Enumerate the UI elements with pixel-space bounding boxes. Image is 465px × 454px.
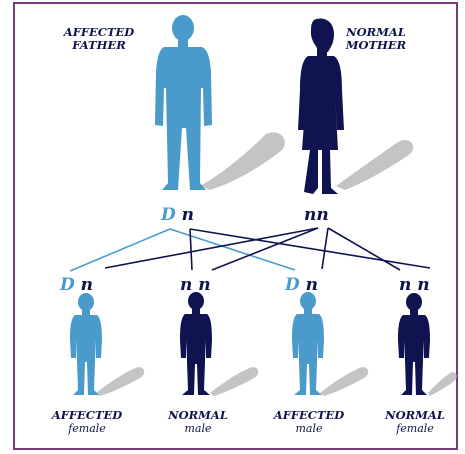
line-mother-n-child2: [212, 228, 318, 270]
child1-allele-2: n: [81, 275, 93, 295]
child1-genotype: D n: [60, 276, 93, 294]
child1-label-line1: AFFECTED: [48, 409, 126, 422]
mother-allele-1: n: [304, 205, 316, 225]
child2-allele-2: n: [198, 275, 210, 295]
child1-label-line2: female: [48, 422, 126, 435]
line-father-n-child2: [190, 229, 192, 270]
line-mother-n-child1: [105, 228, 318, 268]
father-genotype: D n: [161, 206, 194, 224]
child1-silhouette: [70, 293, 102, 395]
father-allele-2: n: [182, 205, 194, 225]
child1-shadow: [96, 367, 144, 396]
mother-label-line2: MOTHER: [337, 39, 415, 52]
child4-allele-2: n: [417, 275, 429, 295]
mother-genotype: nn: [304, 206, 329, 224]
child2-label-line1: NORMAL: [160, 409, 236, 422]
child3-label-line1: AFFECTED: [270, 409, 348, 422]
line-mother-n-child4: [328, 228, 400, 270]
father-label-line2: FATHER: [58, 39, 140, 52]
child1-label: AFFECTED female: [48, 409, 126, 435]
man-silhouette-icon: [155, 15, 212, 190]
child1-allele-1: D: [60, 275, 75, 295]
child2-label: NORMAL male: [160, 409, 236, 435]
father-label: AFFECTED FATHER: [58, 26, 140, 52]
child4-shadow: [428, 372, 457, 396]
child2-label-line2: male: [160, 422, 236, 435]
child2-shadow: [210, 367, 258, 396]
child3-allele-1: D: [285, 275, 300, 295]
line-father-n-child4: [190, 229, 430, 268]
child3-label-line2: male: [270, 422, 348, 435]
child3-genotype: D n: [285, 276, 318, 294]
child4-genotype: n n: [399, 276, 430, 294]
line-mother-n-child3: [322, 228, 328, 269]
child2-allele-1: n: [180, 275, 192, 295]
child4-allele-1: n: [399, 275, 411, 295]
mother-allele-2: n: [316, 205, 328, 225]
child3-silhouette: [292, 292, 324, 395]
child4-label-line2: female: [380, 422, 450, 435]
child2-silhouette: [180, 292, 212, 395]
father-allele-1: D: [161, 205, 176, 225]
mother-shadow: [336, 140, 413, 190]
mother-label: NORMAL MOTHER: [337, 26, 415, 52]
father-shadow: [200, 132, 285, 190]
inheritance-lines: [70, 228, 430, 271]
child2-genotype: n n: [180, 276, 211, 294]
child4-label: NORMAL female: [380, 409, 450, 435]
child3-shadow: [320, 367, 368, 396]
child4-silhouette: [398, 293, 430, 395]
child4-label-line1: NORMAL: [380, 409, 450, 422]
child3-label: AFFECTED male: [270, 409, 348, 435]
child3-allele-2: n: [306, 275, 318, 295]
